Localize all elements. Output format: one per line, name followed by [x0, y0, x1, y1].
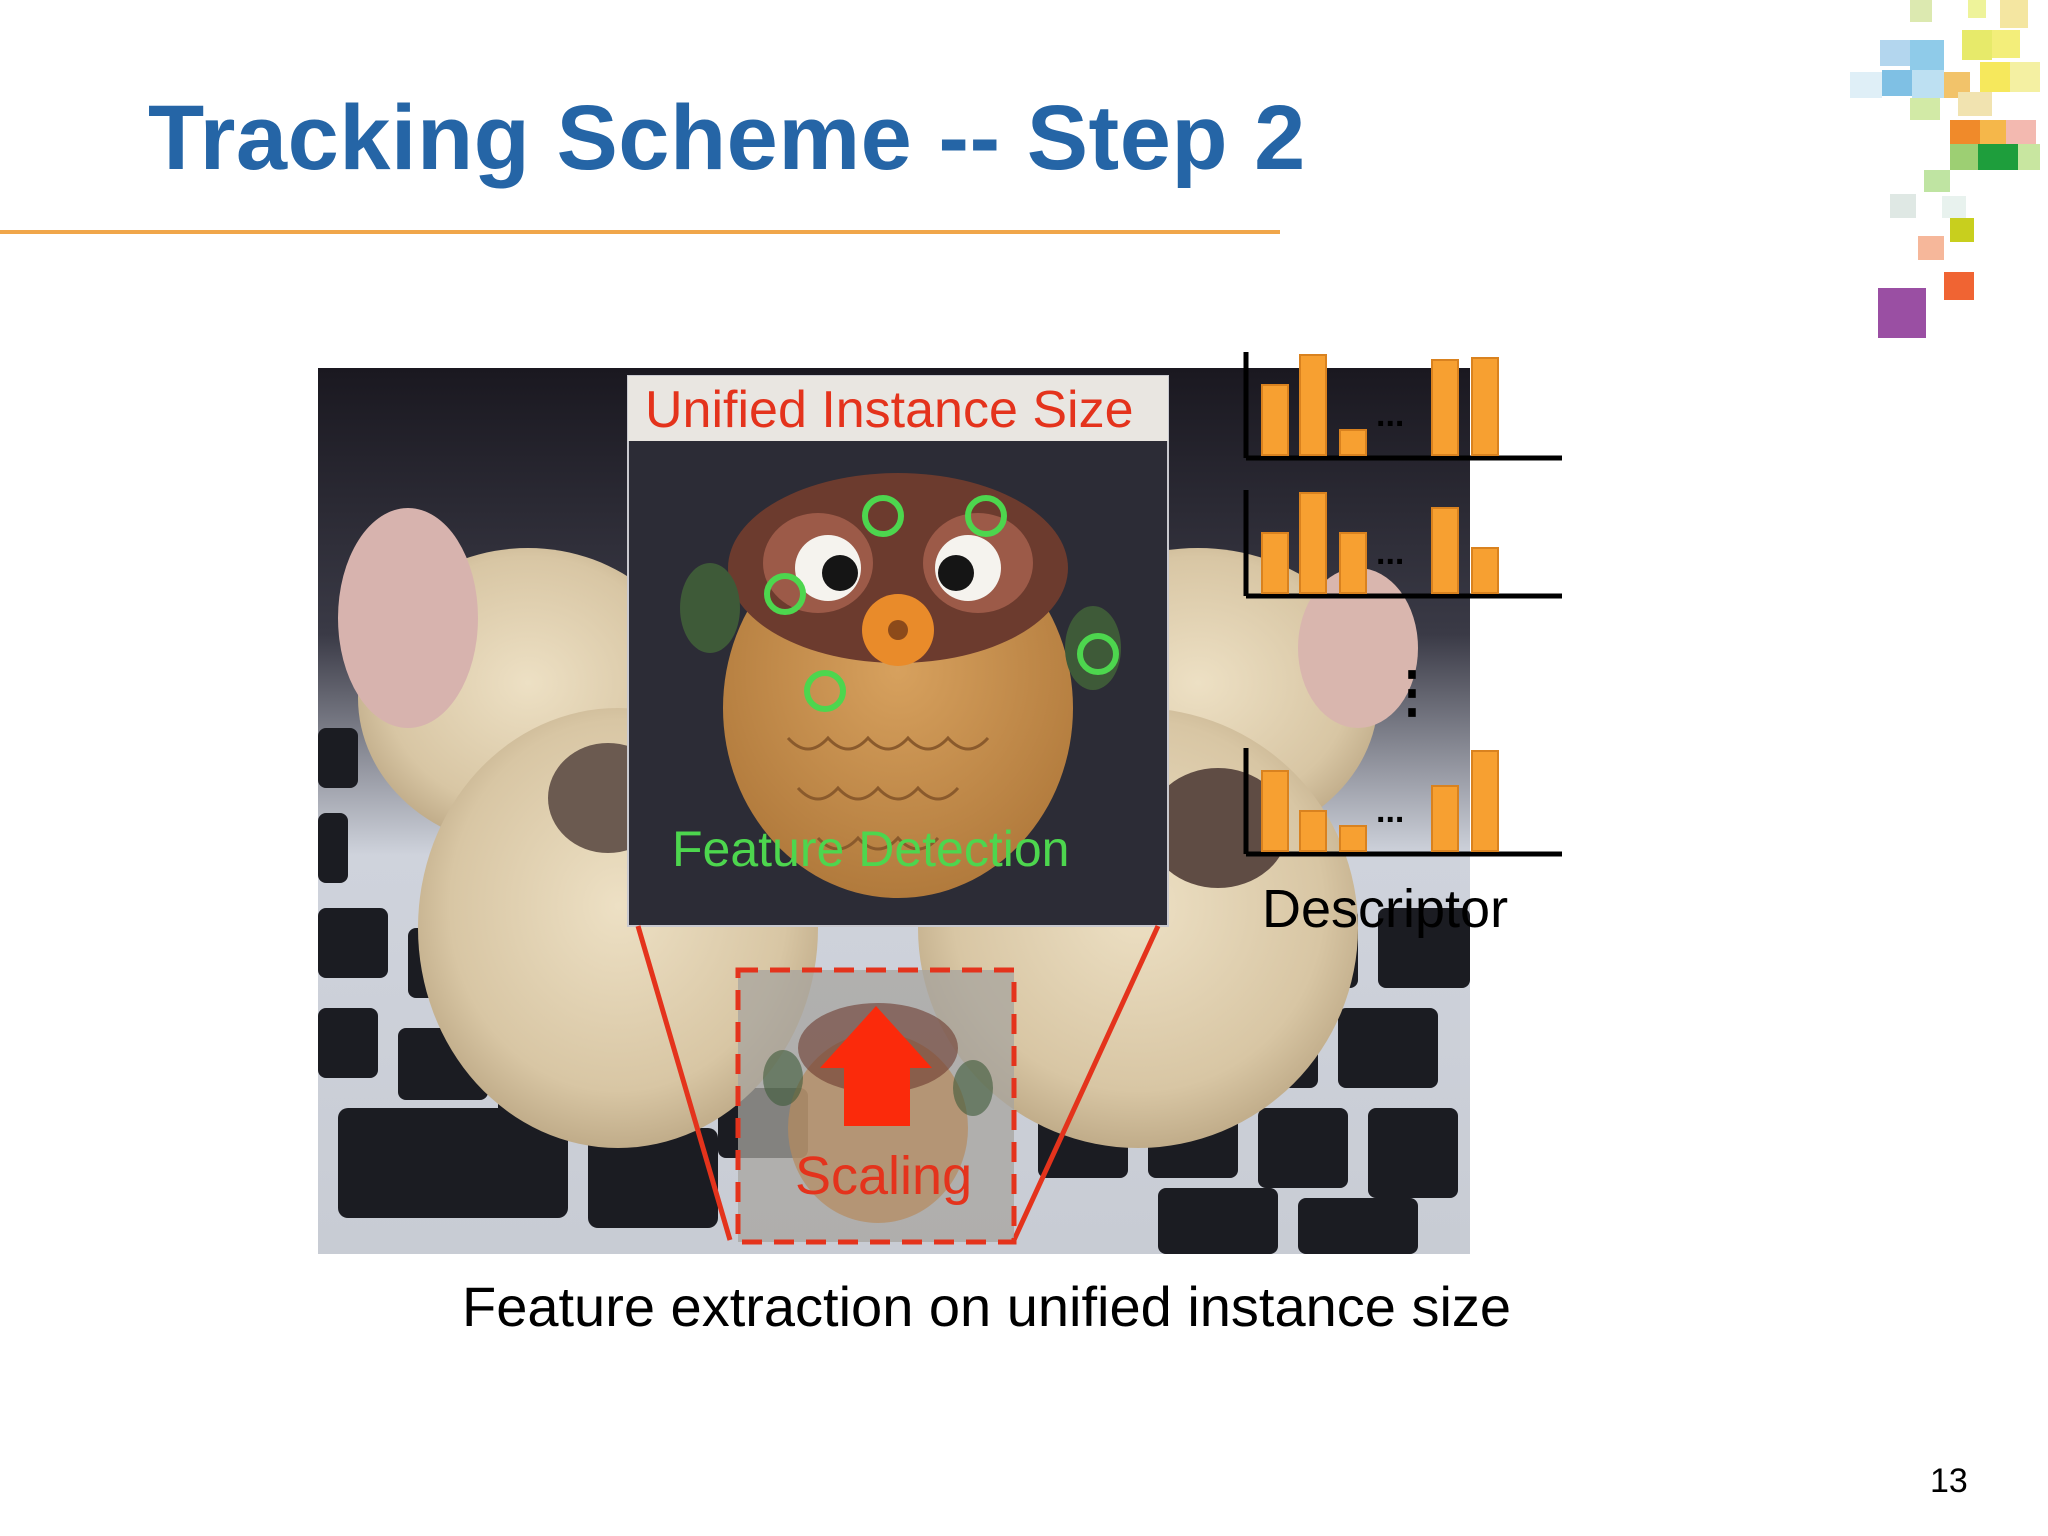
- descriptor-histogram: [1243, 352, 1562, 461]
- title-divider: [0, 230, 1280, 234]
- scaling-up-arrow: [820, 1006, 932, 1126]
- zoom-lines: [635, 924, 1161, 1242]
- histogram-bar: [1261, 770, 1289, 852]
- unified-instance-size-label: Unified Instance Size: [645, 381, 1134, 439]
- feature-points: [764, 495, 1119, 712]
- histogram-ellipsis: ...: [1376, 792, 1405, 830]
- page-number: 13: [1930, 1462, 1968, 1500]
- histogram-bar: [1471, 750, 1499, 852]
- histogram-bar: [1431, 359, 1459, 456]
- histogram-bar: [1261, 384, 1289, 456]
- descriptor-histogram: [1243, 490, 1562, 599]
- histogram-bar: [1299, 492, 1327, 594]
- descriptor-label: Descriptor: [1262, 879, 1509, 939]
- decorative-squares: [1850, 0, 2040, 338]
- histogram-bar: [1261, 532, 1289, 594]
- unified-instance-inset: [627, 375, 1169, 927]
- histogram-bar: [1431, 785, 1459, 852]
- slide-title: Tracking Scheme -- Step 2: [148, 87, 1306, 189]
- histogram-ellipsis: ...: [1376, 534, 1405, 572]
- scaling-label: Scaling: [795, 1146, 973, 1206]
- histogram-bar: [1431, 507, 1459, 594]
- vertical-ellipsis: ⋮: [1384, 660, 1440, 723]
- feature-detection-label: Feature Detection: [672, 821, 1070, 877]
- histogram-bar: [1339, 429, 1367, 456]
- histogram-bar: [1339, 825, 1367, 852]
- histogram-ellipsis: ...: [1376, 396, 1405, 434]
- histogram-bar: [1299, 810, 1327, 852]
- scaling-source-box: [735, 967, 1017, 1245]
- histogram-bar: [1471, 357, 1499, 456]
- slide-caption: Feature extraction on unified instance s…: [462, 1275, 1512, 1338]
- histogram-bar: [1339, 532, 1367, 594]
- descriptor-histogram: [1243, 748, 1562, 857]
- descriptor-histograms: [1243, 352, 1562, 857]
- histogram-bar: [1299, 354, 1327, 456]
- histogram-bar: [1471, 547, 1499, 594]
